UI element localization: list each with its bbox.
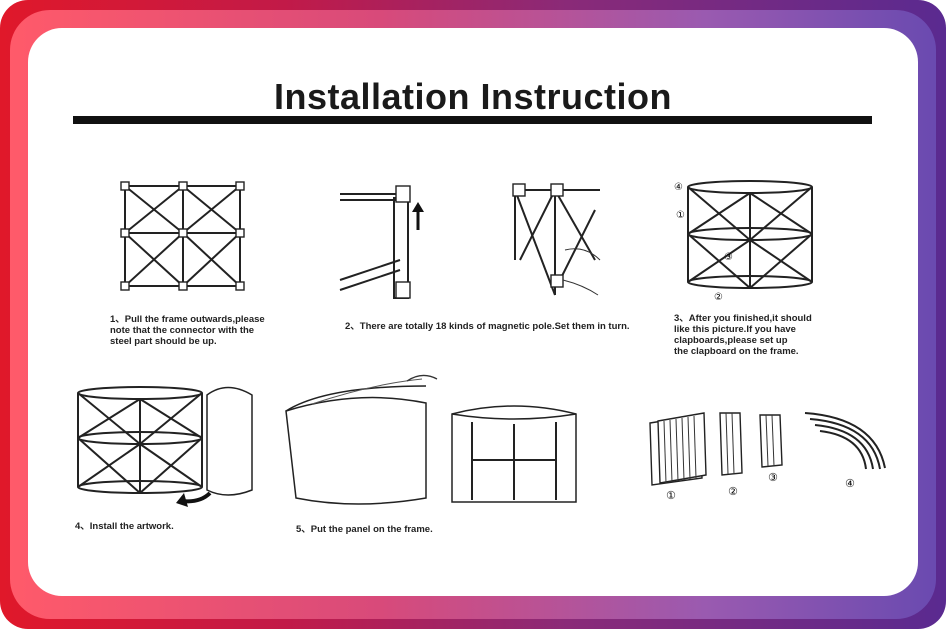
- marker-4: ④: [674, 182, 683, 193]
- step2-pole-illustration-b: [512, 183, 601, 296]
- title-divider: [73, 116, 872, 124]
- step5-panel-illustration-b: [451, 405, 577, 503]
- step3-caption: 3、After you finished,it should like this…: [674, 313, 812, 357]
- step4-caption: 4、Install the artwork.: [75, 521, 174, 532]
- step5-panel-illustration-a: [285, 374, 438, 505]
- step2-caption: 2、There are totally 18 kinds of magnetic…: [345, 321, 630, 332]
- step1-frame-illustration: [120, 181, 245, 291]
- parts-illustration: ① ② ③ ④: [649, 412, 886, 502]
- part-marker-2: ②: [728, 485, 738, 498]
- step4-artwork-illustration: [77, 386, 253, 507]
- step1-caption: 1、Pull the frame outwards,please note th…: [110, 314, 265, 347]
- page-title: Installation Instruction: [273, 76, 672, 117]
- marker-2: ②: [714, 292, 723, 303]
- marker-1: ①: [676, 210, 685, 221]
- step2-pole-illustration-a: [339, 185, 424, 299]
- step3-frame-illustration: ④ ① ③ ②: [674, 180, 813, 303]
- part-marker-1: ①: [666, 489, 676, 502]
- part-marker-4: ④: [845, 477, 855, 490]
- step5-caption: 5、Put the panel on the frame.: [296, 524, 433, 535]
- marker-3: ③: [724, 252, 733, 263]
- part-marker-3: ③: [768, 471, 778, 484]
